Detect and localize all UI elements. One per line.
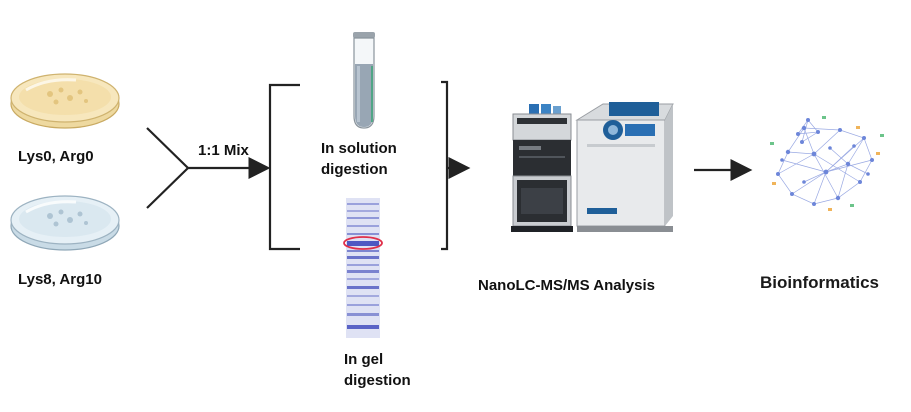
lc-ms-instrument-icon (505, 98, 675, 248)
bioinformatics-label: Bioinformatics (760, 272, 879, 293)
merge-line-heavy (147, 168, 188, 208)
nanolc-label: NanoLC-MS/MS Analysis (478, 275, 655, 296)
left-bracket (270, 85, 300, 249)
right-bracket (441, 82, 447, 249)
in-gel-line-1: In gel (344, 349, 434, 370)
heavy-sample-label: Lys8, Arg10 (18, 269, 102, 290)
gel-lane-icon (343, 198, 383, 338)
petri-dish-icon (6, 190, 124, 258)
protein-network-icon (768, 112, 888, 218)
petri-dish-icon (6, 68, 124, 136)
in-solution-line-2: digestion (321, 159, 431, 180)
merge-line-light (147, 128, 188, 168)
mix-label: 1:1 Mix (198, 140, 249, 161)
in-solution-line-1: In solution (321, 138, 431, 159)
test-tube-icon (346, 30, 382, 132)
light-sample-label: Lys0, Arg0 (18, 146, 94, 167)
in-gel-digestion-label: In gel digestion (344, 349, 434, 391)
in-gel-line-2: digestion (344, 370, 434, 391)
in-solution-digestion-label: In solution digestion (321, 138, 431, 180)
